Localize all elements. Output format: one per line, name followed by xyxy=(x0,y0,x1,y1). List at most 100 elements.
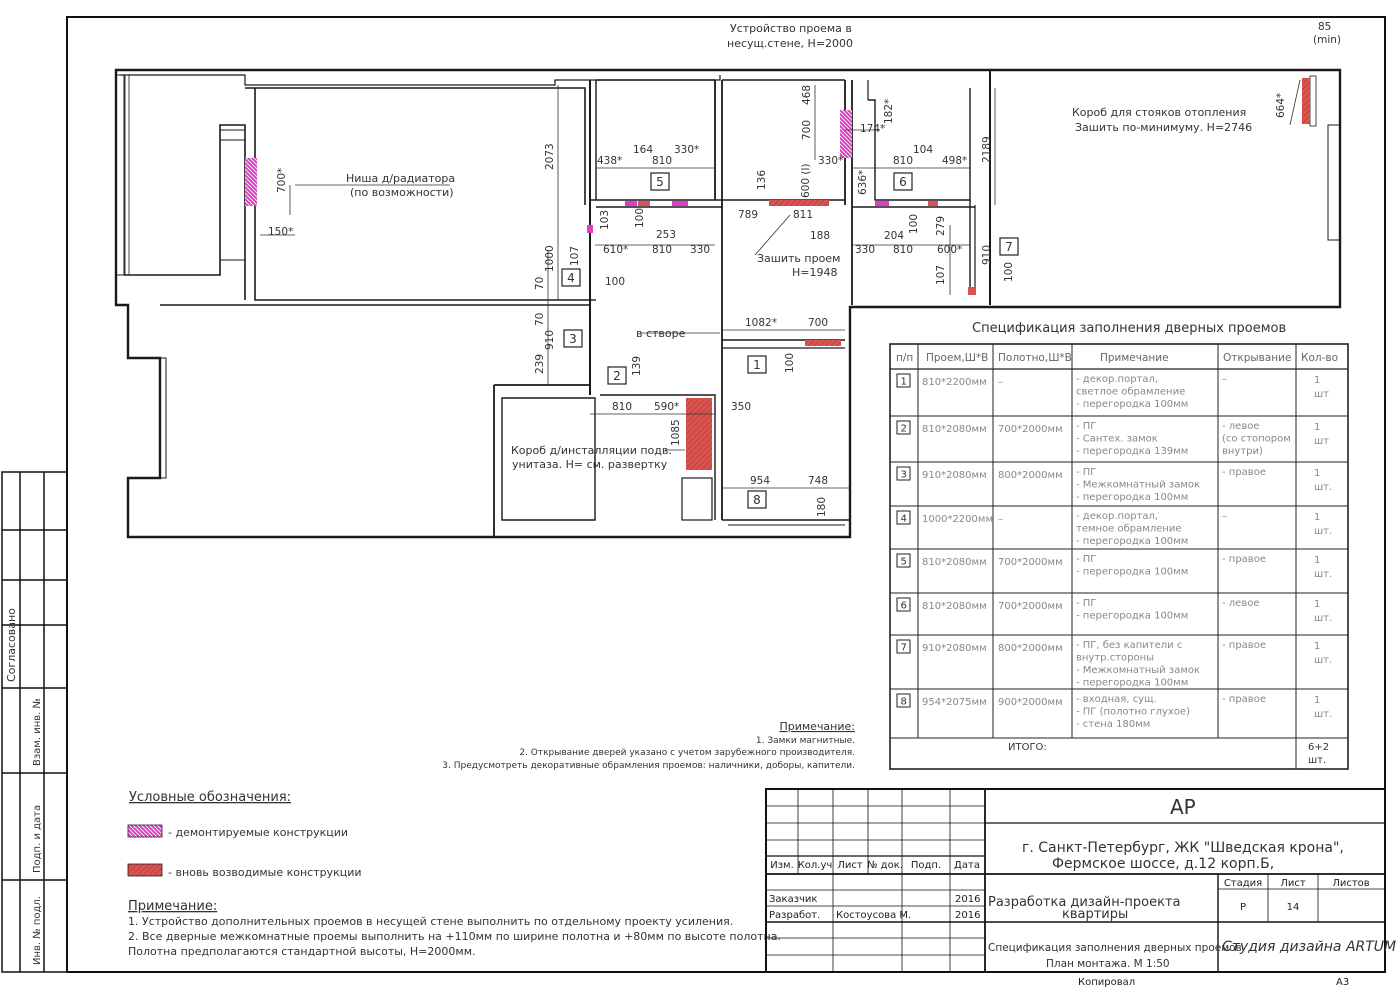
spec-row-open: - правое xyxy=(1222,694,1266,705)
notes-right-1: 1. Замки магнитные. xyxy=(756,736,855,746)
tb-customer-year: 2016 xyxy=(955,894,980,905)
legend-new-swatch xyxy=(127,863,163,877)
spec-row-qty: шт. xyxy=(1314,709,1332,720)
notes-right-2: 2. Открывание дверей указано с учетом за… xyxy=(519,748,855,758)
spec-row-opening: 910*2080мм xyxy=(922,643,987,654)
spec-row-qty: шт. xyxy=(1314,526,1332,537)
tb-col-date: Дата xyxy=(954,860,980,871)
stamp-inv-orig: Инв. № подл. xyxy=(32,896,43,965)
demolish-elements xyxy=(245,110,889,233)
dim-100c: 100 xyxy=(605,276,625,288)
spec-row-num-box xyxy=(896,510,911,525)
spec-table-grid xyxy=(889,343,1349,770)
spec-row-qty: 1 xyxy=(1314,375,1320,386)
note-close-1: Зашить проем xyxy=(757,252,840,265)
tb-customer-label: Заказчик xyxy=(769,894,817,905)
dim-590: 590* xyxy=(654,401,679,413)
dim-85: 85 xyxy=(1318,21,1331,33)
stamp-replace-inv: Взам. инв. № xyxy=(32,698,43,766)
spec-head-opening: Проем,Ш*В xyxy=(926,352,988,364)
spec-row-opening: 810*2080мм xyxy=(922,601,987,612)
dim-1000: 1000 xyxy=(544,245,556,272)
spec-row-note: - перегородка 100мм xyxy=(1076,678,1188,689)
spec-row-leaf: 700*2000мм xyxy=(998,557,1063,568)
spec-row-note: - перегородка 139мм xyxy=(1076,446,1188,457)
dim-70b: 70 xyxy=(534,313,546,326)
dim-468: 468 xyxy=(801,85,813,105)
spec-row-opening: 1000*2200мм xyxy=(922,514,993,525)
spec-row-num: 4 xyxy=(901,514,907,525)
note-install-2: унитаза. H= см. развертку xyxy=(512,458,668,471)
tb-stage-label: Стадия xyxy=(1224,878,1262,889)
spec-row-num-box xyxy=(896,373,911,388)
spec-row-open: внутри) xyxy=(1222,446,1263,457)
tb-dev-label: Разработ. xyxy=(769,910,820,921)
floor-plan xyxy=(114,68,1342,539)
dim-107a: 107 xyxy=(569,246,581,266)
notes-bottom-2: 2. Все дверные межкомнатные проемы выпол… xyxy=(128,930,781,943)
spec-row-qty: шт xyxy=(1314,436,1329,447)
spec-row-leaf: 800*2000мм xyxy=(998,470,1063,481)
spec-row-note: - ПГ xyxy=(1076,598,1096,609)
door-tag-8: 8 xyxy=(753,493,761,507)
tb-studio: Студия дизайна ARTUM xyxy=(1222,939,1396,955)
spec-head-open: Открывание xyxy=(1223,352,1291,364)
spec-row-note: - входная, сущ. xyxy=(1076,694,1157,705)
dim-636: 636* xyxy=(857,170,869,195)
notes-right-title: Примечание: xyxy=(779,720,855,733)
spec-row-qty: шт. xyxy=(1314,482,1332,493)
spec-head-qty: Кол-во xyxy=(1301,352,1338,364)
spec-row-opening: 954*2075мм xyxy=(922,697,987,708)
spec-row-note: - перегородка 100мм xyxy=(1076,567,1188,578)
spec-row-num-box xyxy=(896,553,911,568)
spec-row-num-box xyxy=(896,639,911,654)
spec-head-n: п/п xyxy=(896,352,913,364)
spec-row-qty: шт xyxy=(1314,389,1329,400)
tb-copied: Копировал xyxy=(1078,977,1135,988)
door-tags xyxy=(561,172,1019,509)
tb-sheet: 14 xyxy=(1287,902,1300,913)
spec-row-note: - ПГ xyxy=(1076,467,1096,478)
dim-954: 954 xyxy=(750,475,770,487)
spec-row-open: - левое xyxy=(1222,421,1260,432)
spec-row-num: 5 xyxy=(901,557,907,568)
notes-right-3: 3. Предусмотреть декоративные обрамления… xyxy=(442,761,855,771)
spec-total-label: ИТОГО: xyxy=(1008,742,1047,753)
dim-104: 104 xyxy=(913,144,933,156)
spec-head-note: Примечание xyxy=(1100,352,1169,364)
door-tag-1: 1 xyxy=(753,358,761,372)
title-address-1: г. Санкт-Петербург, ЖК "Шведская крона", xyxy=(1022,840,1344,856)
spec-row-note: - Сантех. замок xyxy=(1076,434,1158,445)
stamp-agreed: Согласовано xyxy=(5,608,18,682)
spec-row-num-box xyxy=(896,420,911,435)
dim-1085: 1085 xyxy=(670,419,682,446)
spec-row-num: 6 xyxy=(901,601,907,612)
dim-139: 139 xyxy=(631,356,643,376)
spec-row-note: темное обрамление xyxy=(1076,524,1182,535)
tb-dev-year: 2016 xyxy=(955,910,980,921)
dim-600: 600 (l) xyxy=(800,164,812,199)
note-riser-2: Зашить по-минимуму. H=2746 xyxy=(1075,121,1252,134)
spec-row-qty: шт. xyxy=(1314,569,1332,580)
dim-100d: 100 xyxy=(784,353,796,373)
spec-row-leaf: 900*2000мм xyxy=(998,697,1063,708)
spec-row-open: - правое xyxy=(1222,467,1266,478)
notes-bottom-title: Примечание: xyxy=(128,899,217,914)
spec-row-opening: 810*2080мм xyxy=(922,557,987,568)
spec-row-num: 7 xyxy=(901,643,907,654)
spec-row-qty: 1 xyxy=(1314,555,1320,566)
spec-row-num: 3 xyxy=(901,470,907,481)
tb-sheets-label: Листов xyxy=(1332,878,1369,889)
dim-182: 182* xyxy=(883,99,895,124)
dim-174: 174* xyxy=(860,123,885,135)
spec-row-note: - перегородка 100мм xyxy=(1076,611,1188,622)
tb-dev-name: Костоусова М. xyxy=(836,910,911,921)
dim-810d: 810 xyxy=(893,244,913,256)
dim-150: 150* xyxy=(268,226,293,238)
side-stamp xyxy=(1,471,68,973)
spec-row-open: - левое xyxy=(1222,598,1260,609)
dim-810b: 810 xyxy=(893,155,913,167)
spec-row-qty: 1 xyxy=(1314,422,1320,433)
tb-sheet-title-1: Спецификация заполнения дверных проемов xyxy=(988,942,1242,954)
